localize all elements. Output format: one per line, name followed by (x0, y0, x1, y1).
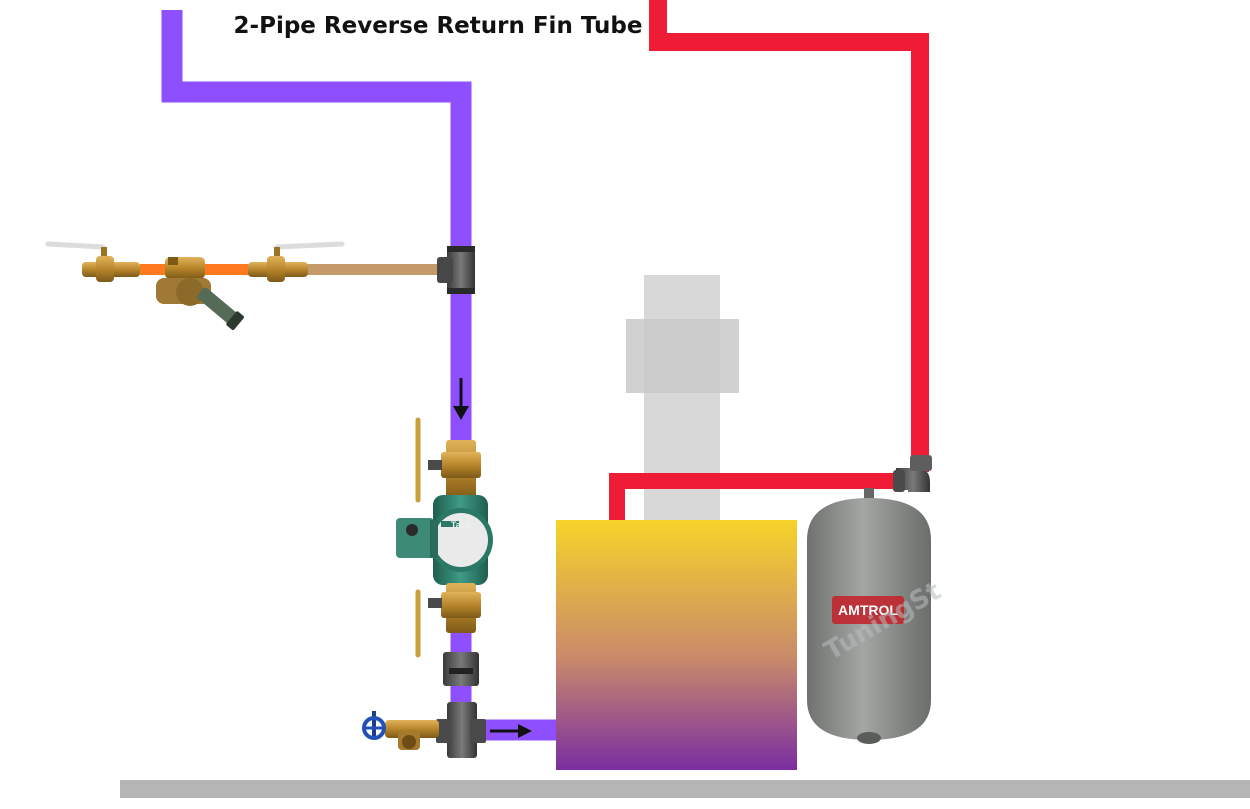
pump-flange-valve-lower[interactable] (415, 583, 481, 658)
fill-ball-valve-right[interactable] (248, 241, 345, 282)
boiler-drain-icon[interactable] (362, 711, 439, 750)
fill-ball-valve-left[interactable] (45, 241, 140, 282)
union-icon (443, 652, 479, 686)
boiler (556, 520, 797, 770)
supply-pipe (609, 0, 929, 522)
flow-arrow-down (453, 378, 469, 420)
fill-pipe-right (200, 264, 252, 275)
floor (120, 780, 1250, 798)
tank-brand-label: AMTROL (838, 602, 898, 618)
tee-fitting-icon (437, 246, 475, 294)
pump-brand-label: Taco (451, 520, 472, 530)
circulator-pump-icon[interactable]: Taco (396, 495, 493, 585)
diagram-title: 2-Pipe Reverse Return Fin Tube (234, 13, 643, 39)
elbow-icon (893, 455, 932, 492)
backflow-preventer-icon[interactable] (156, 257, 245, 331)
expansion-tank-icon: AMTROL TuningSt (807, 488, 946, 744)
flow-arrow-right (490, 724, 532, 738)
copper-feed-pipe (305, 264, 445, 275)
fill-pipe-left (140, 264, 170, 275)
tee-fitting-icon-lower (436, 702, 486, 758)
return-pipe (161, 10, 556, 741)
pump-flange-valve-upper[interactable] (415, 417, 481, 503)
